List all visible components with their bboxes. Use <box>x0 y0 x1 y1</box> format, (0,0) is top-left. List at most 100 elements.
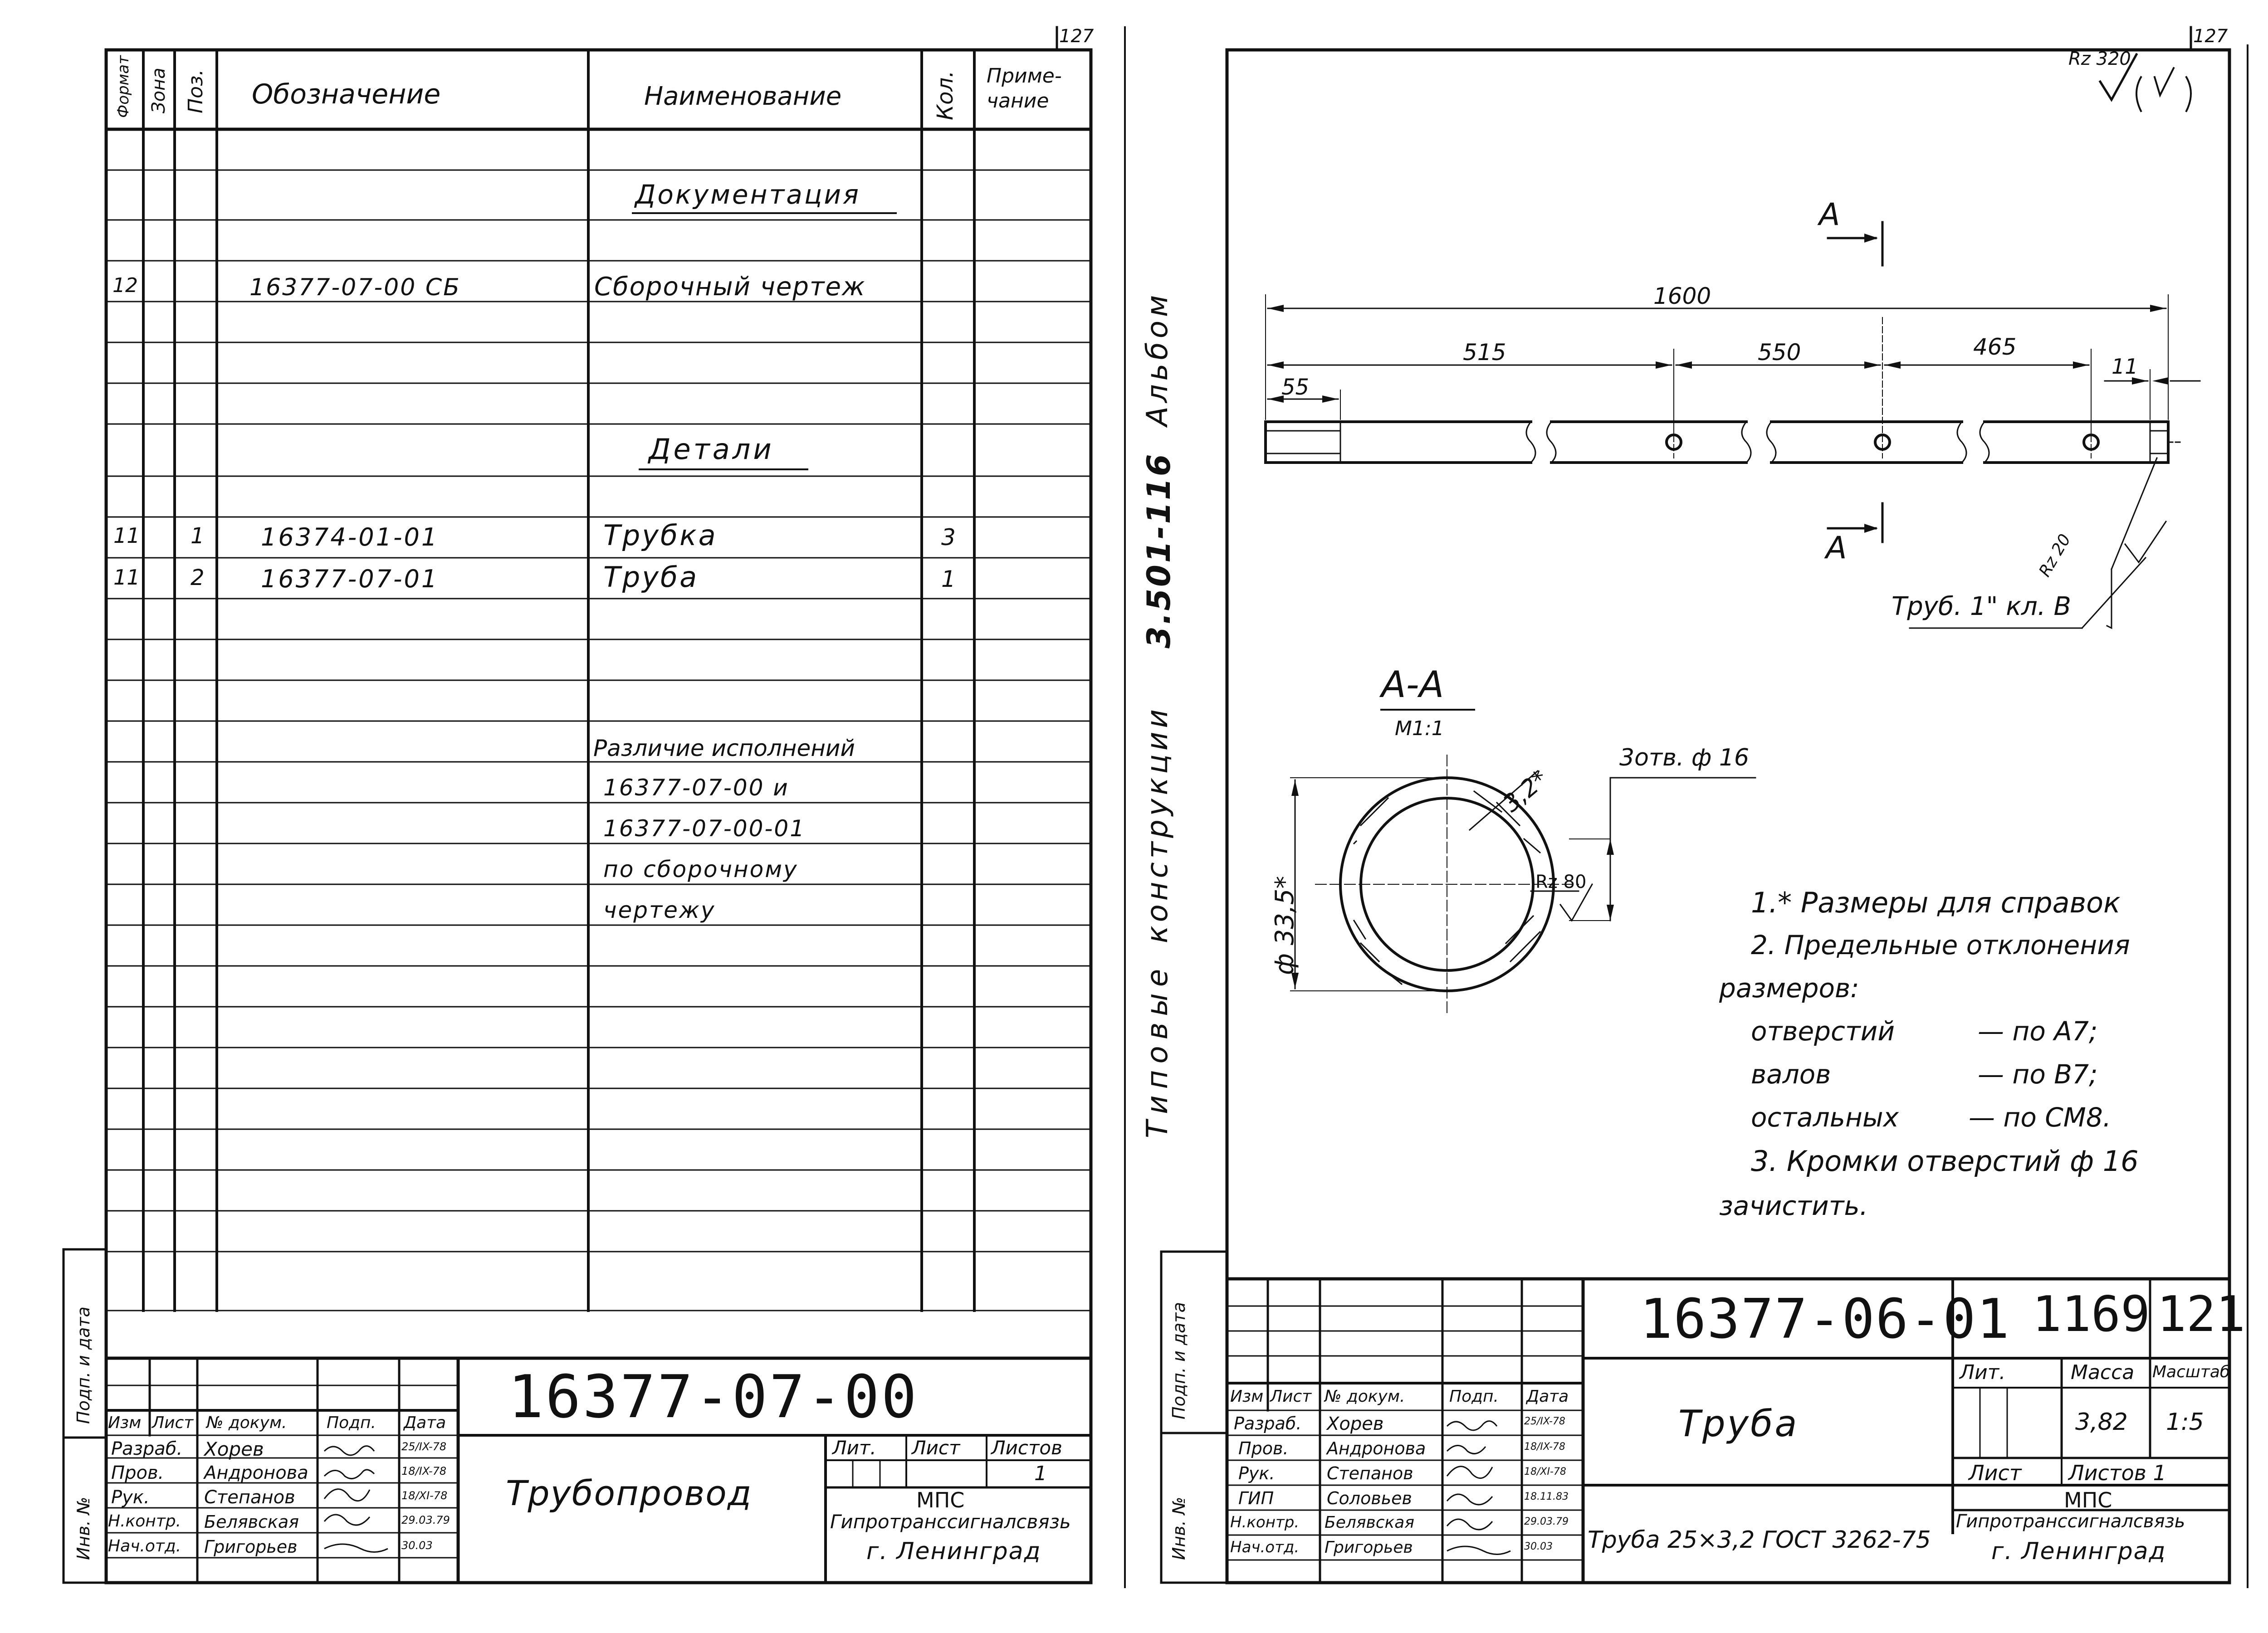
left-name-5: Григорьев <box>204 1537 298 1557</box>
right-role-6: Нач.отд. <box>1230 1538 1300 1556</box>
right-role-5: Н.контр. <box>1230 1513 1300 1531</box>
left-role-2: Пров. <box>111 1462 164 1483</box>
dim-465: 465 <box>1973 334 2017 360</box>
row-details-name: Детали <box>649 433 774 466</box>
left-name-3: Степанов <box>204 1487 295 1508</box>
right-name-1: Хорев <box>1327 1414 1384 1434</box>
note-3: 3. Кромки отверстий ф 16 <box>1751 1145 2139 1178</box>
right-org-1: МПС <box>2064 1488 2112 1512</box>
right-date-5: 29.03.79 <box>1524 1516 1569 1527</box>
left-lit-label: Лит. <box>832 1437 876 1459</box>
left-drawing-number: 16377-07-00 <box>508 1362 919 1431</box>
section-holes: 3отв. ф 16 <box>1619 744 1750 771</box>
section-rz80: Rz 80 <box>1535 872 1587 892</box>
left-col-doc: № докум. <box>206 1414 287 1432</box>
left-role-1: Разраб. <box>111 1438 183 1459</box>
left-sheets-value: 1 <box>1034 1462 1047 1485</box>
header-qty: Кол. <box>933 70 958 120</box>
left-date-1: 25/IX-78 <box>401 1440 447 1453</box>
header-note-text: Приме-чание <box>987 64 1062 112</box>
right-role-4: ГИП <box>1238 1488 1274 1508</box>
right-side-sign-date: Подп. и дата <box>1169 1302 1189 1419</box>
left-side-inv-no: Инв. № <box>73 1497 93 1560</box>
section-mark-bottom: А <box>1826 530 1847 566</box>
left-col-izm: Изм <box>108 1414 142 1432</box>
left-name-2: Андронова <box>204 1462 308 1483</box>
right-title: Труба <box>1678 1403 1799 1445</box>
row-truba-pos: 2 <box>191 565 205 590</box>
right-scale-label: Масштаб <box>2152 1363 2230 1381</box>
row-truba-qty: 1 <box>941 566 956 592</box>
left-role-5: Нач.отд. <box>108 1537 181 1555</box>
row-assembly-name: Сборочный чертеж <box>594 272 866 302</box>
left-name-4: Белявская <box>204 1512 299 1532</box>
left-top-corner-number: 127 <box>1059 26 1094 47</box>
row-doc-name: Документация <box>635 179 860 210</box>
vertical-word-3: 3.501-116 <box>1140 452 1178 648</box>
header-note: Приме-чание <box>987 63 1086 113</box>
right-material: Труба 25×3,2 ГОСТ 3262-75 <box>1588 1526 1931 1554</box>
note-line-4: по сборочному <box>603 856 798 882</box>
left-sheets-label: Листов <box>991 1437 1062 1459</box>
material-callout: Труб. 1" кл. В <box>1892 592 2071 621</box>
row-tubka-name: Трубка <box>603 519 718 552</box>
right-col-sign: Подп. <box>1449 1387 1499 1406</box>
right-org-3: г. Ленинград <box>1991 1538 2166 1565</box>
note-line-3: 16377-07-00-01 <box>603 815 806 842</box>
right-date-6: 30.03 <box>1524 1541 1553 1552</box>
note-shafts-label: валов <box>1751 1059 1831 1090</box>
right-name-5: Белявская <box>1325 1513 1414 1532</box>
section-diameter: ф 33,5* <box>1270 876 1300 975</box>
left-title: Трубопровод <box>506 1473 753 1513</box>
row-tubka-format: 11 <box>113 523 140 548</box>
row-truba-designation: 16377-07-01 <box>261 565 439 593</box>
right-col-doc: № докум. <box>1325 1387 1405 1406</box>
section-scale: М1:1 <box>1395 717 1444 740</box>
left-name-1: Хорев <box>204 1438 264 1460</box>
header-name: Наименование <box>644 82 842 111</box>
left-col-date: Дата <box>404 1414 446 1432</box>
right-drawing-number: 16377-06-01 <box>1640 1288 2010 1351</box>
left-org-1: МПС <box>916 1488 965 1512</box>
row-truba-format: 11 <box>113 565 140 590</box>
note-1: 1.* Размеры для справок <box>1751 886 2121 919</box>
right-col-izm: Изм <box>1230 1387 1264 1406</box>
note-3b: зачистить. <box>1719 1190 1868 1221</box>
left-date-4: 29.03.79 <box>401 1514 450 1526</box>
note-line-1: Различие исполнений <box>593 735 855 761</box>
row-assembly-format: 12 <box>112 274 138 297</box>
left-org-3: г. Ленинград <box>866 1538 1041 1565</box>
row-assembly-designation: 16377-07-00 СБ <box>249 274 461 301</box>
left-date-5: 30.03 <box>401 1539 433 1552</box>
header-designation: Обозначение <box>252 78 441 110</box>
right-role-1: Разраб. <box>1234 1414 1302 1433</box>
right-name-4: Соловьев <box>1327 1488 1412 1508</box>
note-other-label: остальных <box>1751 1102 1899 1133</box>
right-top-corner-number: 127 <box>2193 26 2228 47</box>
left-col-list: Лист <box>152 1414 194 1432</box>
left-date-3: 18/XI-78 <box>401 1489 448 1502</box>
right-role-3: Рук. <box>1238 1463 1275 1483</box>
header-format: Формат <box>114 55 132 118</box>
right-date-1: 25/IX-78 <box>1524 1416 1565 1427</box>
row-tubka-pos: 1 <box>191 523 205 549</box>
right-name-2: Андронова <box>1327 1438 1426 1458</box>
left-org-2: Гипротранссигналсвязь <box>830 1511 1071 1533</box>
note-other-value: — по СМ8. <box>1969 1102 2112 1133</box>
right-org-2: Гипротранссигналсвязь <box>1956 1511 2185 1532</box>
right-role-2: Пров. <box>1238 1438 1289 1458</box>
vertical-word-2: конструкции <box>1141 705 1174 943</box>
right-sheet-code: 1169 <box>2032 1286 2151 1343</box>
right-side-inv-no: Инв. № <box>1169 1497 1189 1560</box>
dim-550: 550 <box>1758 339 1801 366</box>
right-mass-value: 3,82 <box>2075 1409 2128 1436</box>
dim-11: 11 <box>2112 354 2138 379</box>
right-scale-value: 1:5 <box>2166 1409 2204 1436</box>
right-col-list: Лист <box>1270 1387 1312 1406</box>
section-title: А-А <box>1381 663 1444 706</box>
note-holes-label: отверстий <box>1751 1016 1895 1047</box>
note-2: 2. Предельные отклонения <box>1751 930 2130 960</box>
vertical-word-1: Типовые <box>1141 962 1174 1138</box>
left-role-3: Рук. <box>111 1487 150 1508</box>
